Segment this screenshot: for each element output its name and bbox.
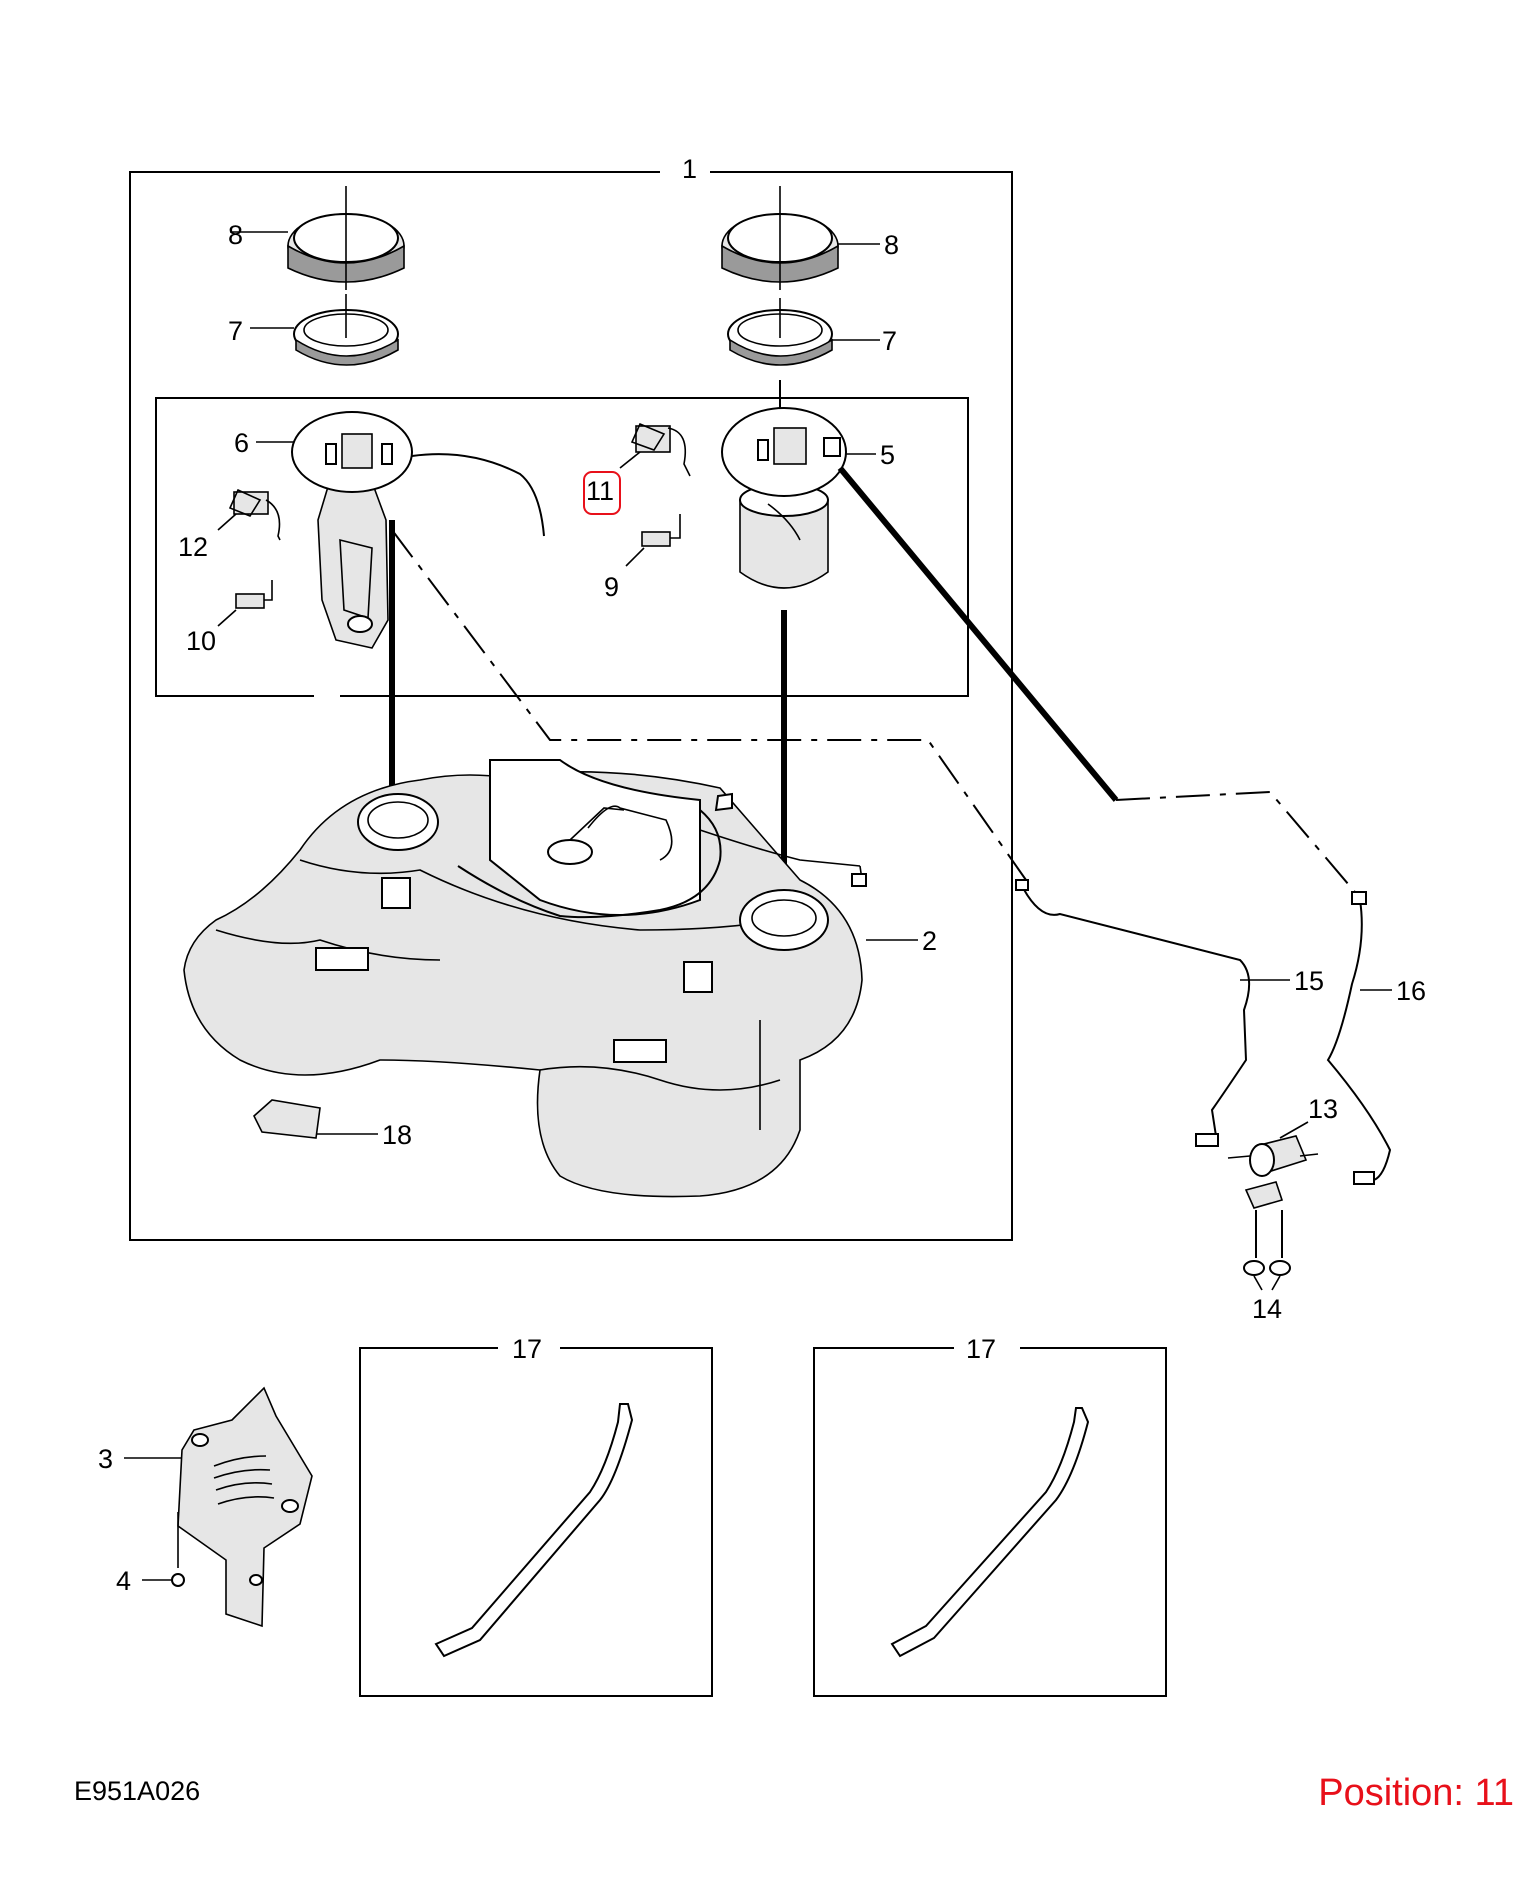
position-label: Position: 11 bbox=[1318, 1772, 1514, 1814]
level-sensor-11[interactable]: 11 bbox=[583, 422, 691, 515]
callout-1[interactable]: 1 bbox=[682, 154, 697, 184]
diagram-reference-code: E951A026 bbox=[74, 1776, 201, 1806]
callout-12[interactable]: 12 bbox=[178, 532, 208, 562]
callout-8-right[interactable]: 8 bbox=[884, 230, 899, 260]
callout-7-right[interactable]: 7 bbox=[882, 326, 897, 356]
callout-11[interactable]: 11 bbox=[586, 476, 614, 506]
callout-14[interactable]: 14 bbox=[1252, 1294, 1282, 1324]
fuel-tank[interactable]: 2 bbox=[183, 759, 937, 1198]
callout-18[interactable]: 18 bbox=[382, 1120, 412, 1150]
tank-pad-18[interactable]: 18 bbox=[253, 1099, 412, 1150]
nuts-14[interactable]: 14 bbox=[1243, 1210, 1291, 1324]
callout-4[interactable]: 4 bbox=[116, 1566, 131, 1596]
callout-16[interactable]: 16 bbox=[1396, 976, 1426, 1006]
fuel-sender-left[interactable]: 6 bbox=[234, 411, 545, 649]
sensor-clip-left[interactable]: 10 bbox=[186, 580, 273, 656]
lock-ring-left[interactable]: 8 bbox=[228, 186, 405, 290]
callout-9[interactable]: 9 bbox=[604, 572, 619, 602]
highlight-box-11 bbox=[583, 471, 621, 515]
strap-frame-left[interactable]: 17 bbox=[359, 1334, 713, 1697]
assembly-frame-1: 1 bbox=[129, 154, 1013, 1241]
callout-3[interactable]: 3 bbox=[98, 1444, 113, 1474]
callout-6[interactable]: 6 bbox=[234, 428, 249, 458]
callout-7-left[interactable]: 7 bbox=[228, 316, 243, 346]
callout-13[interactable]: 13 bbox=[1308, 1094, 1338, 1124]
seal-left[interactable]: 7 bbox=[228, 294, 399, 366]
fuel-filter-13[interactable]: 13 bbox=[1227, 1094, 1338, 1209]
callout-17-right[interactable]: 17 bbox=[966, 1334, 996, 1364]
seal-right[interactable]: 7 bbox=[727, 298, 897, 414]
level-sensor-left[interactable]: 12 bbox=[178, 488, 281, 562]
sensor-clip-right[interactable]: 9 bbox=[604, 514, 681, 602]
lock-ring-right[interactable]: 8 bbox=[721, 186, 899, 290]
fuel-pump-right[interactable]: 5 bbox=[721, 407, 895, 589]
callout-8-left[interactable]: 8 bbox=[228, 220, 243, 250]
fuel-line-15[interactable]: 15 bbox=[1015, 879, 1324, 1147]
strap-frame-right[interactable]: 17 bbox=[813, 1334, 1167, 1697]
callout-5[interactable]: 5 bbox=[880, 440, 895, 470]
callout-2[interactable]: 2 bbox=[922, 926, 937, 956]
callout-15[interactable]: 15 bbox=[1294, 966, 1324, 996]
pump-subframe bbox=[155, 397, 969, 697]
fuel-line-16[interactable]: 16 bbox=[1326, 891, 1426, 1185]
heat-shield-3[interactable]: 3 4 bbox=[98, 1386, 313, 1628]
callout-10[interactable]: 10 bbox=[186, 626, 216, 656]
callout-17-left[interactable]: 17 bbox=[512, 1334, 542, 1364]
routing-chainlines bbox=[391, 529, 1361, 899]
